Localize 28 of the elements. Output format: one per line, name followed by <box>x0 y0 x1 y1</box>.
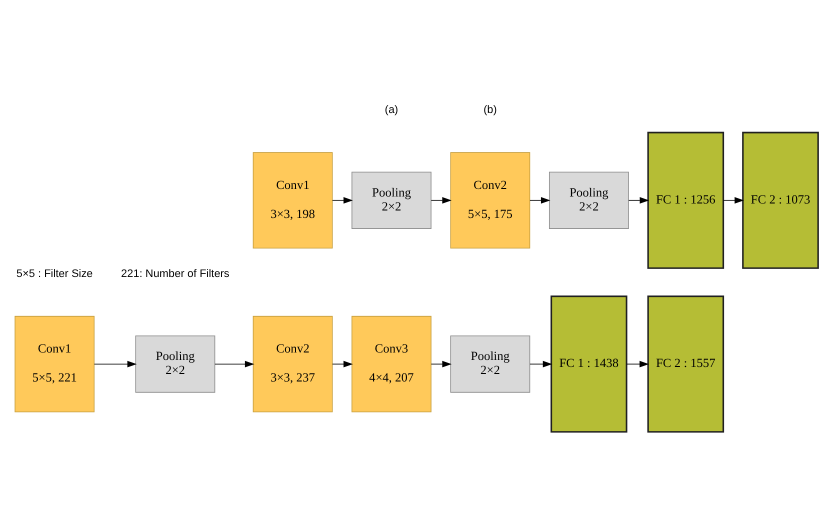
node-box: Conv1 5×5, 221 <box>14 315 95 412</box>
node-box: FC 2 : 1557 <box>647 295 724 432</box>
label: 221: Number of Filters <box>121 267 230 280</box>
node-box: Conv1 3×3, 198 <box>252 152 333 248</box>
arrow <box>214 360 254 367</box>
node-box: Pooling 2×2 <box>352 171 432 228</box>
node-box: Pooling 2×2 <box>135 335 216 392</box>
arrow <box>430 360 452 367</box>
arrow <box>430 196 452 204</box>
arrow <box>722 196 744 204</box>
node-box: FC 1 : 1438 <box>550 295 628 432</box>
arrow <box>332 360 353 367</box>
node-box: Conv3 4×4, 207 <box>352 315 432 412</box>
node-box: Pooling 2×2 <box>548 171 629 228</box>
node-box: FC 2 : 1073 <box>742 131 819 268</box>
arrow <box>94 360 137 367</box>
arrow <box>530 196 550 204</box>
node-box: FC 1 : 1256 <box>647 131 724 268</box>
label: (a) <box>384 104 398 116</box>
arrow <box>626 360 649 367</box>
node-box: Pooling 2×2 <box>450 335 530 392</box>
label: 5×5 : Filter Size <box>16 267 93 280</box>
node-box: Conv2 5×5, 175 <box>450 152 530 248</box>
arrow <box>628 196 650 204</box>
node-box: Conv2 3×3, 237 <box>252 315 333 412</box>
label: (b) <box>484 104 497 116</box>
arrow <box>530 360 552 367</box>
arrow <box>332 196 353 204</box>
